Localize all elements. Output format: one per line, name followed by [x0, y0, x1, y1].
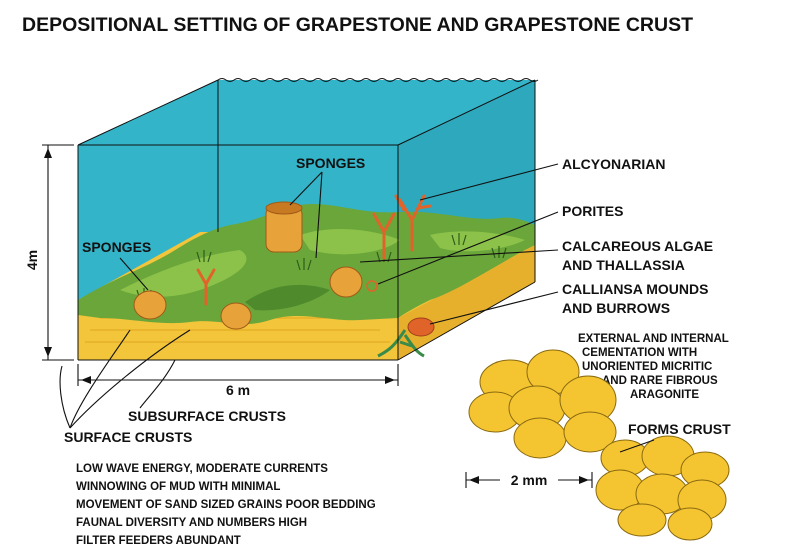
label-sponges-left: SPONGES	[82, 239, 151, 255]
width-dimension	[77, 364, 399, 386]
label-algae-1: CALCAREOUS ALGAE	[562, 238, 713, 254]
leader-porites	[377, 211, 559, 285]
water-surface	[217, 78, 539, 82]
label-subsurface-crusts: SUBSURFACE CRUSTS	[128, 408, 286, 424]
condition-3: MOVEMENT OF SAND SIZED GRAINS POOR BEDDI…	[76, 499, 376, 511]
block-outline	[77, 79, 536, 361]
water-top	[78, 80, 535, 145]
sponge-mound	[329, 266, 363, 298]
leader-callian	[429, 291, 559, 325]
label-porites: PORITES	[562, 203, 623, 219]
mound-light-1	[120, 250, 247, 297]
leader-subsurface	[139, 359, 176, 409]
label-forms-crust: FORMS CRUST	[628, 421, 731, 437]
leader-forms-crust	[619, 439, 655, 453]
leader-surface-3	[69, 329, 191, 429]
grapestone-grains	[468, 349, 730, 541]
block-diagram	[77, 78, 539, 361]
grain	[513, 417, 567, 459]
condition-5: FILTER FEEDERS ABUNDANT	[76, 535, 241, 547]
cementation-line-1: EXTERNAL AND INTERNAL	[578, 333, 729, 345]
mound-light-2	[300, 228, 400, 255]
height-label: 4m	[24, 250, 40, 270]
grain	[563, 411, 617, 453]
grain-scale-label: 2 mm	[511, 472, 548, 488]
cementation-line-5: ARAGONITE	[630, 389, 699, 401]
leader-surface-1	[69, 329, 131, 429]
cementation-line-3: UNORIENTED MICRITIC	[582, 361, 712, 373]
leader-sponges-center	[289, 171, 323, 206]
mound-dark-1	[245, 284, 330, 311]
cementation-line-2: CEMENTATION WITH	[582, 347, 697, 359]
grain	[617, 503, 667, 537]
condition-2: WINNOWING OF MUD WITH MINIMAL	[76, 481, 280, 493]
label-sponges-center: SPONGES	[296, 155, 365, 171]
label-alcyonarian: ALCYONARIAN	[562, 156, 665, 172]
diagram-title: DEPOSITIONAL SETTING OF GRAPESTONE AND G…	[22, 14, 693, 36]
width-label: 6 m	[226, 382, 250, 398]
porites-coral	[366, 280, 378, 292]
grain-scale	[465, 470, 593, 488]
label-callian-2: AND BURROWS	[562, 300, 670, 316]
sponge-small	[220, 302, 252, 330]
condition-4: FAUNAL DIVERSITY AND NUMBERS HIGH	[76, 517, 307, 529]
cementation-line-4: AND RARE FIBROUS	[602, 375, 718, 387]
leader-sponges-center-2	[315, 171, 323, 259]
alcyonarian-coral	[196, 194, 432, 306]
sponge-barrel	[265, 201, 303, 253]
label-surface-crusts: SURFACE CRUSTS	[64, 429, 192, 445]
sponge-left	[133, 290, 167, 320]
label-callian-1: CALLIANSA MOUNDS	[562, 281, 708, 297]
condition-1: LOW WAVE ENERGY, MODERATE CURRENTS	[76, 463, 328, 475]
height-dimension	[42, 144, 74, 361]
seagrass-surface	[78, 203, 535, 325]
label-algae-2: AND THALLASSIA	[562, 257, 685, 273]
leader-surface-2	[59, 365, 71, 429]
leader-alcyonarian	[419, 163, 559, 201]
cementation-note: EXTERNAL AND INTERNAL CEMENTATION WITH U…	[578, 333, 729, 401]
callianassa-mound	[407, 317, 435, 337]
calcareous-algae	[377, 329, 425, 358]
mound-light-3	[430, 231, 525, 252]
leader-algae	[359, 249, 559, 263]
leader-sponges-left	[119, 257, 149, 291]
grain	[667, 507, 713, 541]
conditions-list: LOW WAVE ENERGY, MODERATE CURRENTS WINNO…	[76, 463, 376, 547]
